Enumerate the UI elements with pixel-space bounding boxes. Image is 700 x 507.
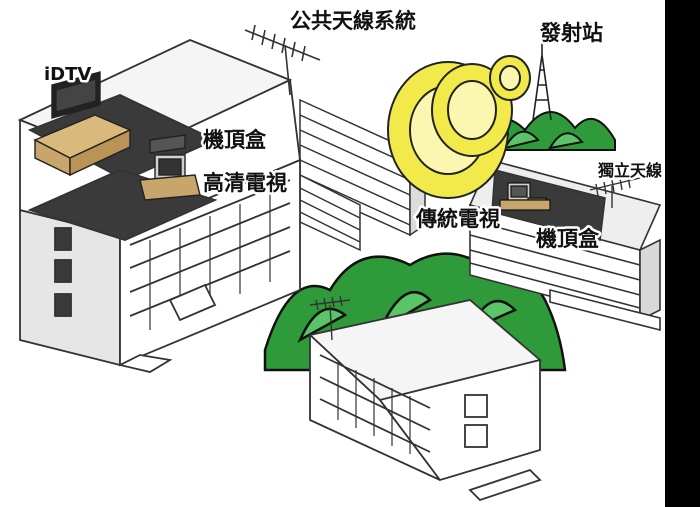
label-individual-antenna: 獨立天線 — [597, 161, 662, 180]
label-communal-antenna: 公共天線系統 — [290, 9, 416, 33]
conventional-tv-icon — [499, 182, 551, 211]
hdtv-set — [139, 134, 201, 201]
label-idtv: iDTV — [44, 64, 91, 85]
right-black-bar — [665, 0, 700, 507]
front-antenna-icon — [309, 295, 351, 341]
label-set-top-box-left: 機頂盒 — [203, 128, 267, 152]
label-conventional-tv: 傳統電視 — [415, 207, 500, 231]
front-building — [308, 299, 542, 502]
label-transmitter: 發射站 — [539, 21, 603, 45]
communal-antenna-icon — [244, 24, 321, 96]
signal-rings — [387, 55, 531, 199]
idtv-set — [33, 71, 132, 177]
transmitter-tower — [532, 40, 552, 121]
label-set-top-box-right: 機頂盒 — [536, 227, 600, 251]
label-hdtv: 高清電視 — [203, 171, 287, 195]
individual-antenna-icon — [589, 175, 641, 208]
